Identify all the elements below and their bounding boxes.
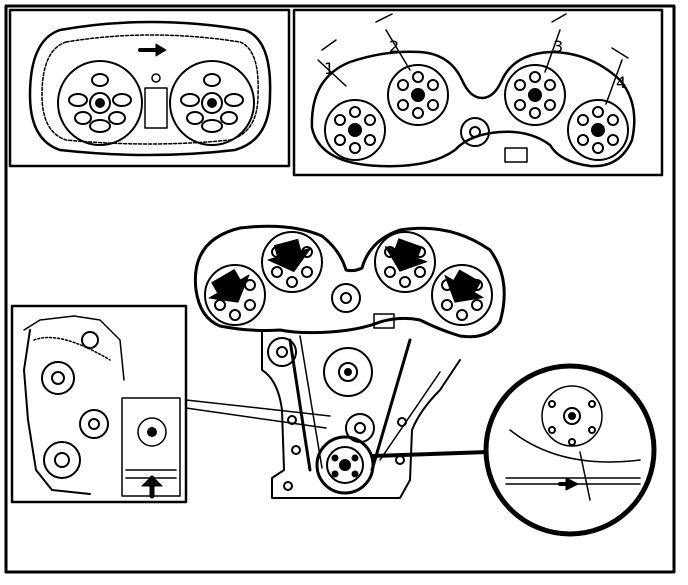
main-cam-pulley-1 (204, 264, 266, 326)
marker-3: 3 (553, 37, 563, 56)
panel-cam-alignment: 1 2 3 4 (292, 8, 664, 177)
marker-4: 4 (616, 73, 626, 92)
panel-crank-mark-detail (483, 363, 657, 537)
panel-belt-cover (8, 8, 291, 168)
lower-wheel (43, 441, 81, 479)
left-cam-pulley (57, 60, 143, 146)
crankshaft-pulley (315, 435, 375, 495)
panel-tensioner-detail (10, 304, 188, 504)
round-inset-frame (483, 363, 657, 537)
outer-frame (4, 4, 676, 574)
center-idler (460, 117, 490, 147)
main-idler (331, 283, 361, 313)
main-belt (193, 224, 506, 339)
cam-pulley-2 (387, 64, 449, 126)
cam-pulley-3 (504, 64, 566, 126)
lower-idler (345, 413, 375, 443)
leader-left (185, 399, 331, 417)
tensioner-wheel (41, 361, 75, 395)
main-cam-pulley-4 (431, 264, 493, 326)
belt-cover-outline (28, 20, 272, 157)
right-cam-pulley (169, 60, 255, 146)
leader-right (370, 450, 490, 458)
main-cam-pulley-2 (261, 231, 323, 293)
idler-wheel (79, 409, 109, 439)
panel-frame-top-right (292, 8, 664, 177)
cam-pulley-4 (567, 99, 629, 161)
engine-block-outline (261, 329, 461, 499)
main-cam-pulley-3 (374, 231, 436, 293)
marker-2: 2 (389, 37, 399, 56)
alignment-leaders (317, 13, 629, 105)
cam-belt-outline (310, 50, 636, 168)
engine-front-view (193, 224, 506, 499)
marker-1: 1 (324, 59, 334, 78)
cam-pulley-1 (324, 99, 386, 161)
panel-frame-top-left (8, 8, 291, 168)
water-pump-pulley (323, 347, 373, 397)
tensioner-pulley (267, 337, 297, 367)
